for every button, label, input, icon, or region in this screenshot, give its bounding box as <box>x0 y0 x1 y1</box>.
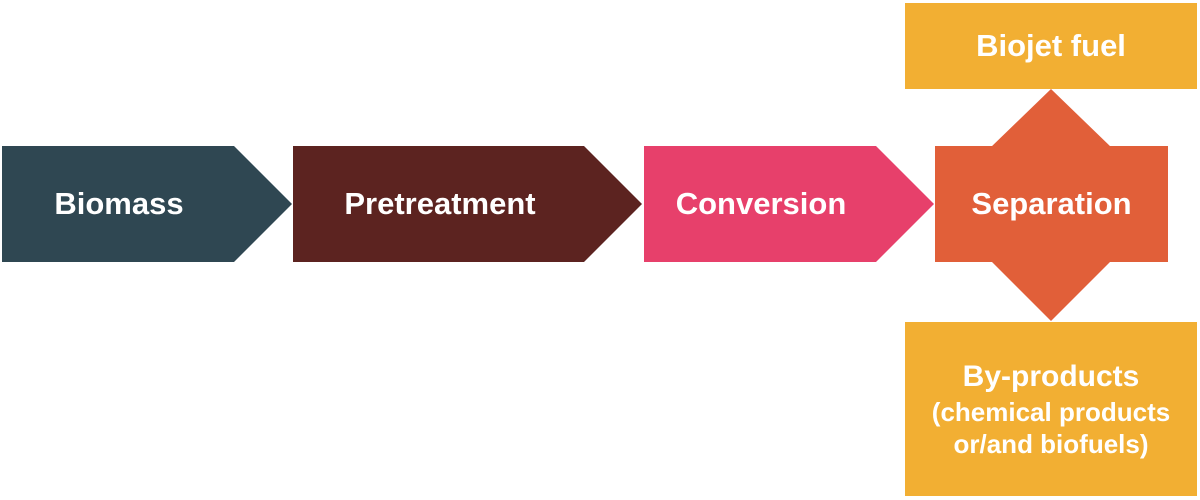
by-products-detail-line2: or/and biofuels) <box>953 429 1149 459</box>
by-products-detail-line1: (chemical products <box>931 397 1171 427</box>
conversion-chevron <box>644 146 934 262</box>
biojet-fuel-label: Biojet fuel <box>976 28 1126 63</box>
separation-label: Separation <box>971 186 1132 221</box>
by-products-box <box>905 322 1197 496</box>
separation-shape <box>935 89 1168 321</box>
biomass-label: Biomass <box>54 186 184 221</box>
by-products-text: By-products (chemical products or/and bi… <box>905 322 1197 496</box>
by-products-title: By-products <box>962 360 1140 393</box>
biomass-chevron <box>2 146 292 262</box>
pretreatment-label: Pretreatment <box>344 186 536 221</box>
conversion-label: Conversion <box>675 186 847 221</box>
pretreatment-chevron <box>293 146 642 262</box>
biojet-fuel-box <box>905 3 1197 89</box>
